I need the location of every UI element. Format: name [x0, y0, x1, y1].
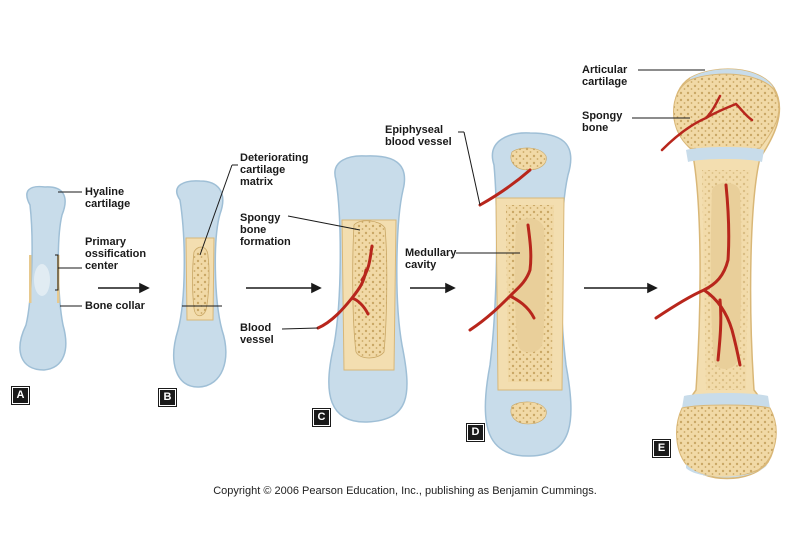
label-blood-vessel: Blood vessel	[240, 322, 274, 346]
stage-badge-d: D	[466, 423, 485, 442]
label-epiphyseal-blood-vessel: Epiphyseal blood vessel	[385, 124, 452, 148]
stage-badge-e: E	[652, 439, 671, 458]
label-primary-ossification-center: Primary ossification center	[85, 236, 147, 272]
label-deteriorating-cartilage-matrix: Deteriorating cartilage matrix	[240, 152, 309, 188]
stage-b-bone	[173, 180, 227, 388]
label-articular-cartilage: Articular cartilage	[582, 64, 628, 88]
stage-e-bone	[654, 68, 781, 480]
stage-a-bone	[19, 185, 67, 371]
label-spongy-bone: Spongy bone	[582, 110, 623, 134]
label-hyaline-cartilage: Hyaline cartilage	[85, 186, 131, 210]
label-medullary-cavity: Medullary cavity	[405, 247, 457, 271]
copyright-notice: Copyright © 2006 Pearson Education, Inc.…	[213, 485, 597, 497]
stage-badge-b: B	[158, 388, 177, 407]
stage-badge-c: C	[312, 408, 331, 427]
stage-c-bone	[316, 155, 408, 423]
stage-d-bone	[468, 132, 572, 457]
stage-badge-a: A	[11, 386, 30, 405]
leader-lines	[55, 69, 705, 330]
label-spongy-bone-formation: Spongy bone formation	[240, 212, 291, 248]
progression-arrows	[98, 282, 658, 294]
label-bone-collar: Bone collar	[85, 300, 145, 312]
